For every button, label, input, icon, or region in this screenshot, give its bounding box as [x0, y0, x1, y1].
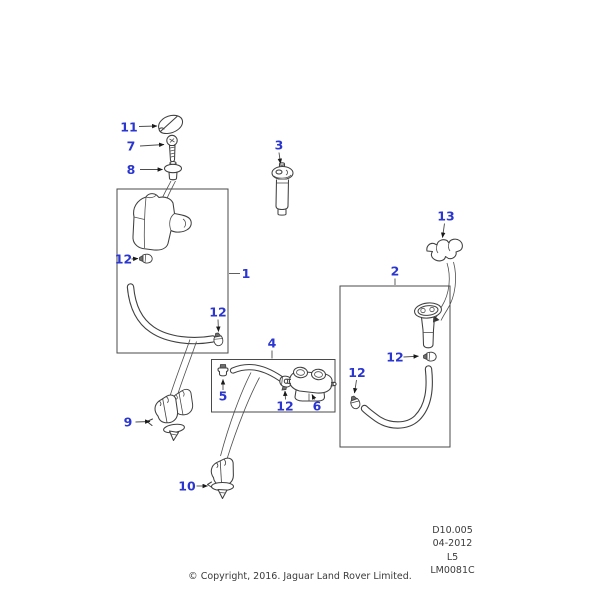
- hose-route-box1-to-clip9: [169, 339, 197, 399]
- doc-figure-code: LM0081C: [430, 565, 475, 577]
- hose-part-box4: [229, 364, 288, 385]
- connector-part-12-box2-right: [423, 351, 437, 362]
- hose-part-box1: [126, 283, 217, 345]
- callout-11[interactable]: 11: [120, 120, 137, 135]
- hose-route-box4-to-clip10: [220, 372, 260, 460]
- doc-date: 04-2012: [432, 538, 473, 550]
- callout-1[interactable]: 1: [242, 266, 251, 281]
- callout-6[interactable]: 6: [313, 399, 322, 414]
- callout-12-box2-left[interactable]: 12: [348, 365, 365, 380]
- callout-12-box4[interactable]: 12: [276, 399, 293, 414]
- callout-8[interactable]: 8: [127, 162, 136, 177]
- screw-part-7: [166, 134, 178, 164]
- callout-2[interactable]: 2: [391, 264, 400, 279]
- connector-part-12-box1-lower: [212, 331, 225, 347]
- hose-clip-part-10: [206, 456, 237, 500]
- copyright-text: © Copyright, 2016. Jaguar Land Rover Lim…: [188, 571, 412, 582]
- connector-part-12-box2-left: [348, 394, 362, 411]
- callout-12-box1-upper[interactable]: 12: [115, 252, 132, 267]
- washer-jet-part-3: [271, 162, 294, 216]
- callout-13[interactable]: 13: [437, 209, 454, 224]
- doc-section-code: D10.005: [432, 525, 473, 536]
- callout-leaders: [131, 123, 446, 489]
- grommet-part-8: [163, 160, 183, 181]
- hose-clip-part-9: [146, 387, 197, 442]
- valve-part-5: [217, 364, 229, 377]
- callout-4[interactable]: 4: [268, 336, 277, 351]
- callout-12-box2-right[interactable]: 12: [386, 350, 403, 365]
- group-box-2: [339, 285, 451, 448]
- callout-9[interactable]: 9: [124, 415, 133, 430]
- callout-10[interactable]: 10: [178, 479, 196, 494]
- callout-5[interactable]: 5: [219, 389, 228, 404]
- cover-cap-part-11: [158, 114, 184, 135]
- callout-7[interactable]: 7: [127, 139, 136, 154]
- hose-part-box2: [360, 365, 433, 429]
- washer-jet-part-box2: [414, 302, 442, 349]
- jet-housing-part: [132, 193, 192, 251]
- hose-clip-part-13: [426, 238, 463, 262]
- non-return-valve-part-6: [283, 366, 337, 402]
- callout-3[interactable]: 3: [275, 138, 284, 153]
- callout-12-box1-lower[interactable]: 12: [209, 305, 226, 320]
- doc-model-code: L5: [446, 551, 459, 563]
- group-box-1: [116, 188, 229, 354]
- doc-info-block: D10.005 04-2012 L5 LM0081C: [405, 524, 500, 578]
- connector-part-12-box1-upper: [139, 253, 153, 264]
